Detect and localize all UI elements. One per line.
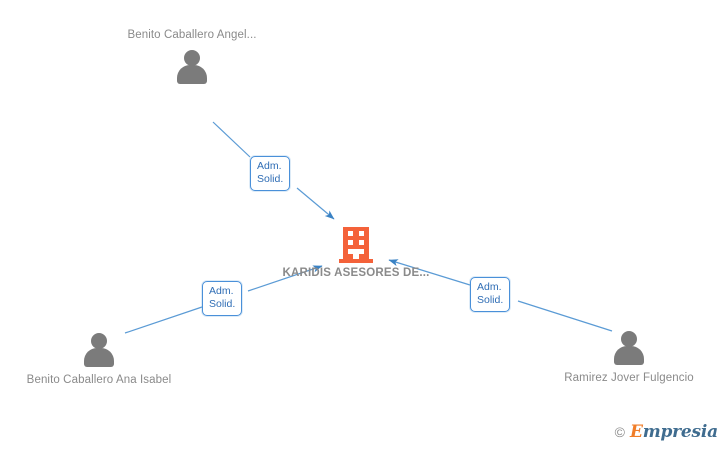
person-icon-body: [84, 348, 114, 367]
node-company[interactable]: KARIDIS ASESORES DE...: [281, 227, 431, 281]
person-icon: [80, 333, 118, 367]
person-icon-body: [614, 346, 644, 365]
watermark: © Empresia: [614, 422, 719, 442]
building-icon-window: [359, 240, 364, 245]
person-icon-head: [184, 49, 200, 66]
building-icon-window: [348, 231, 353, 236]
empresia-logo-initial: E: [629, 422, 643, 442]
node-person-bottom-left[interactable]: Benito Caballero Ana Isabel: [24, 333, 174, 388]
company-label: KARIDIS ASESORES DE...: [282, 267, 430, 279]
copyright-symbol: ©: [614, 424, 625, 440]
person-icon-head: [91, 333, 107, 349]
edge-label-bottom-right[interactable]: Adm. Solid.: [470, 277, 511, 312]
node-person-bottom-right[interactable]: Ramirez Jover Fulgencio: [554, 331, 704, 386]
edge-label-top[interactable]: Adm. Solid.: [250, 156, 291, 191]
building-icon-window: [359, 231, 364, 236]
building-icon-base: [339, 259, 373, 263]
person-icon-head: [621, 331, 637, 347]
building-icon-door: [353, 249, 359, 259]
empresia-logo: Empresia: [630, 422, 718, 442]
building-icon-window: [359, 249, 364, 254]
person-bottom-right-label: Ramirez Jover Fulgencio: [564, 372, 694, 384]
node-person-top[interactable]: Benito Caballero Angel...: [117, 28, 267, 84]
building-icon-window: [348, 249, 353, 254]
empresia-logo-text: mpresia: [642, 422, 718, 442]
person-bottom-left-label: Benito Caballero Ana Isabel: [26, 374, 172, 386]
person-icon: [173, 49, 211, 84]
edge-label-bottom-left[interactable]: Adm. Solid.: [202, 281, 243, 316]
person-top-label: Benito Caballero Angel...: [127, 29, 257, 41]
person-icon-body: [177, 64, 207, 84]
building-icon-window: [348, 240, 353, 245]
person-icon: [610, 331, 648, 365]
building-icon: [339, 227, 373, 263]
